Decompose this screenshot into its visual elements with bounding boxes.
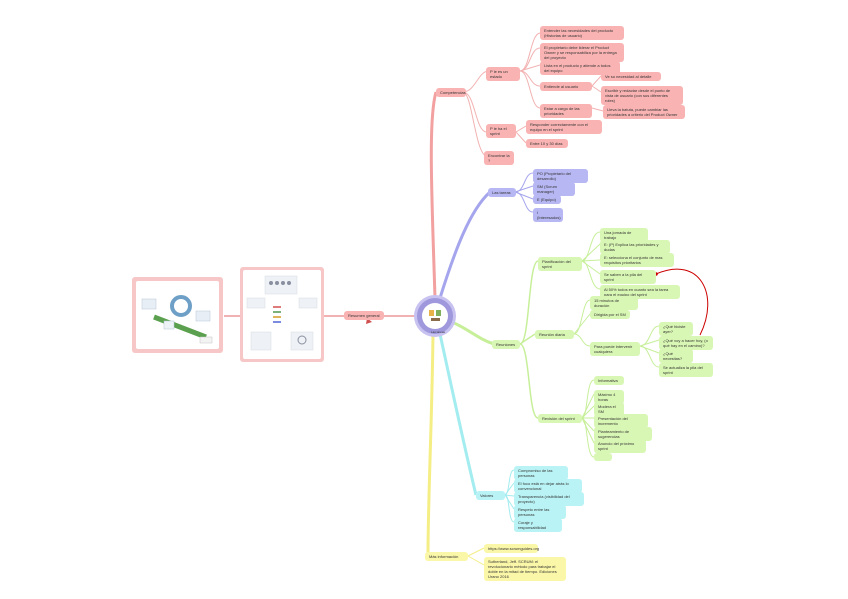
sprint-item-1[interactable]: Responder correctamente con el equipo en… — [526, 120, 602, 134]
revision-node[interactable]: Revisión del sprint — [538, 414, 582, 423]
diaria-item-2[interactable]: Dirigida por el SM — [590, 310, 630, 319]
valores-item-5[interactable]: Coraje y responsabilidad — [514, 518, 562, 532]
pregunta-3[interactable]: ¿Qué necesitas? — [659, 349, 693, 363]
planificacion-item-4[interactable]: Se saben a la pila del sprint — [600, 270, 656, 284]
branch-tareas[interactable]: Las tareas — [488, 188, 516, 197]
revision-item-3[interactable]: Modera el SM — [594, 402, 624, 416]
central-topic[interactable]: Las tareas — [417, 298, 453, 334]
branch-competencias[interactable]: Competencias — [436, 88, 466, 97]
revision-item-5[interactable]: Planteamiento de sugerencias — [594, 427, 652, 441]
owner-item-2[interactable]: El propietario debe liderar el Product O… — [540, 43, 624, 62]
pregunta-4[interactable]: Se actualiza la pila del sprint — [659, 363, 713, 377]
entiende-sub-2[interactable]: Escribir y redactar desde el punto de vi… — [601, 86, 683, 105]
central-topic-label: Las tareas — [431, 330, 446, 334]
relation-arrow — [655, 268, 709, 336]
revision-item-7[interactable] — [594, 453, 612, 461]
scrum-cycle-image-frame — [132, 277, 223, 353]
scrum-process-diagram-frame — [240, 267, 324, 362]
revision-item-1[interactable]: Informativa — [594, 376, 624, 385]
scrum-team-icon: Las tareas — [422, 303, 448, 334]
pregunta-1[interactable]: ¿Qué hiciste ayer? — [659, 322, 693, 336]
tareas-item-2[interactable]: SM (Scrum manager) — [533, 182, 575, 196]
valores-item-3[interactable]: Transparencia (visibilidad del proyecto) — [514, 492, 584, 506]
valores-item-1[interactable]: Compromiso de las personas — [514, 466, 568, 480]
scrum-process-diagram — [243, 270, 321, 359]
owner-node[interactable]: P le es un estado — [486, 67, 520, 81]
diaria-node[interactable]: Reunión diaria — [535, 330, 574, 339]
scrum-cycle-image — [136, 281, 219, 349]
branch-valores[interactable]: Valores — [476, 491, 505, 500]
root-topic-node[interactable]: Resumen general — [344, 311, 384, 320]
planificacion-item-2[interactable]: E: (P) Explica las prioridades y dudas — [600, 240, 670, 254]
revision-item-6[interactable]: Anuncio del próximo sprint — [594, 439, 646, 453]
valores-item-2[interactable]: El foco está en dejar atrás lo convencio… — [514, 479, 582, 493]
scrum-process-icon — [246, 275, 318, 351]
info-link[interactable]: https://www.scrumguides.org — [484, 544, 539, 553]
tareas-item-4[interactable]: I (Interesados) — [533, 208, 563, 222]
pregunta-2[interactable]: ¿Qué voy a hacer hoy, (o qué hay en el c… — [659, 336, 713, 350]
revision-item-4[interactable]: Presentación del incremento — [594, 414, 648, 428]
owner-item-4[interactable]: Entiende al usuario — [540, 82, 592, 91]
info-book[interactable]: Sutherland, Jeff. SCRUM: el revolucionar… — [484, 557, 566, 581]
prioridad-sub[interactable]: Lleva la batuta, puede cambiar las prior… — [603, 105, 685, 119]
tareas-item-1[interactable]: PO (Propietario del desarrollo) — [533, 169, 588, 183]
valores-item-4[interactable]: Respeto entre las personas — [514, 505, 566, 519]
planificacion-item-3[interactable]: E: selecciona el conjunto de mas requisi… — [600, 253, 674, 267]
sprint-item-2[interactable]: Entre 10 y 30 días — [526, 139, 568, 148]
planificacion-item-5[interactable]: Al 50% todos en cuanto sea la tarea para… — [600, 285, 680, 299]
encontrar-node[interactable]: Encontrar la ? — [484, 151, 514, 165]
owner-item-3[interactable]: Lista en el producto y atiende a todos d… — [540, 61, 620, 75]
entiende-sub-1[interactable]: Ve su necesidad al detalle — [601, 72, 661, 81]
planificacion-item-1[interactable]: Una jornada de trabajo — [600, 228, 648, 242]
diaria-item-1[interactable]: 15 minutos de duración — [590, 296, 638, 310]
revision-item-2[interactable]: Máximo 4 horas — [594, 390, 624, 404]
owner-item-5[interactable]: Estar a cargo de las prioridades — [540, 104, 592, 118]
diaria-item-3[interactable]: Para puede intervenir cualquiera — [590, 342, 640, 356]
owner-item-1[interactable]: Entender las necesidades del producto (H… — [540, 26, 624, 40]
branch-informacion[interactable]: Más información — [425, 552, 468, 561]
planificacion-node[interactable]: Planificación del sprint — [538, 257, 582, 271]
scrum-cycle-icon — [141, 295, 213, 344]
tareas-item-3[interactable]: E (Equipo) — [533, 195, 561, 204]
sprint-owner-node[interactable]: P le ha el sprint — [486, 124, 516, 138]
branch-reuniones[interactable]: Reuniones — [492, 340, 520, 349]
